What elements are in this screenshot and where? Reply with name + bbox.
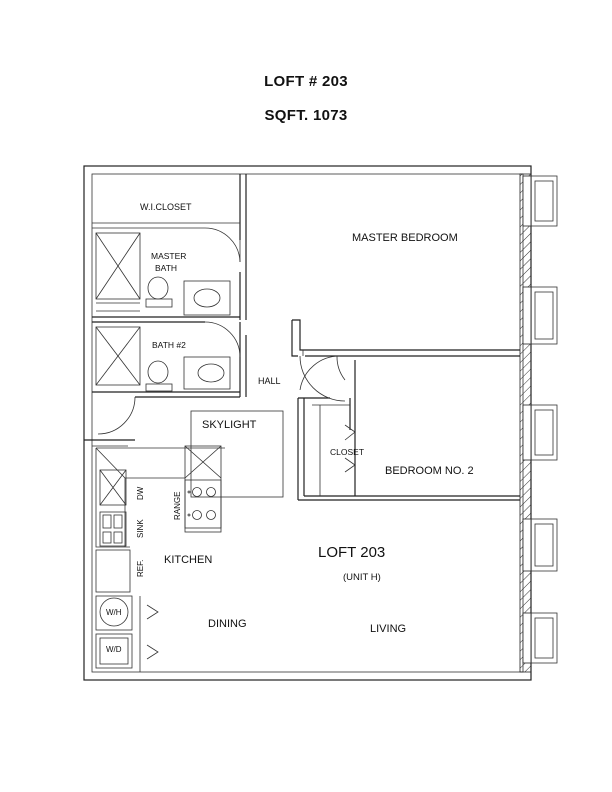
hall-label: HALL	[258, 376, 281, 386]
range-label: RANGE	[173, 492, 182, 520]
bedroom2-label: BEDROOM NO. 2	[385, 465, 474, 477]
loft-label: LOFT 203	[318, 544, 385, 561]
skylight-label: SKYLIGHT	[202, 419, 257, 431]
sink-label: SINK	[136, 519, 145, 538]
dining-label: DINING	[208, 618, 247, 630]
water-heater-label: W/H	[106, 608, 122, 617]
master-bedroom-label: MASTER BEDROOM	[352, 232, 458, 244]
kitchen-label: KITCHEN	[164, 554, 212, 566]
skylight-outline	[190, 410, 284, 498]
living-label: LIVING	[370, 623, 406, 635]
master-bath-label-line1: MASTER	[151, 251, 186, 261]
dw-label: DW	[136, 486, 145, 500]
doors	[97, 227, 346, 435]
washer-dryer-label: W/D	[106, 645, 122, 654]
bath2-label: BATH #2	[152, 340, 186, 350]
exterior-walls	[83, 165, 532, 681]
windows	[522, 175, 558, 664]
bath-fixtures	[95, 232, 231, 392]
ref-label: REF.	[136, 560, 145, 577]
interior-walls	[84, 174, 520, 501]
room-labels: W.I.CLOSET MASTER BEDROOM MASTER BATH BA…	[106, 202, 474, 654]
laundry-fixtures	[95, 595, 141, 672]
square-footage: SQFT. 1073	[264, 107, 348, 124]
unit-title: LOFT # 203	[264, 73, 348, 90]
closet-label: CLOSET	[330, 447, 364, 457]
closet-doors	[146, 424, 356, 660]
unit-label: (UNIT H)	[343, 572, 381, 583]
kitchen-fixtures	[95, 445, 225, 593]
master-bath-label-line2: BATH	[155, 263, 177, 273]
wi-closet-label: W.I.CLOSET	[140, 202, 192, 212]
